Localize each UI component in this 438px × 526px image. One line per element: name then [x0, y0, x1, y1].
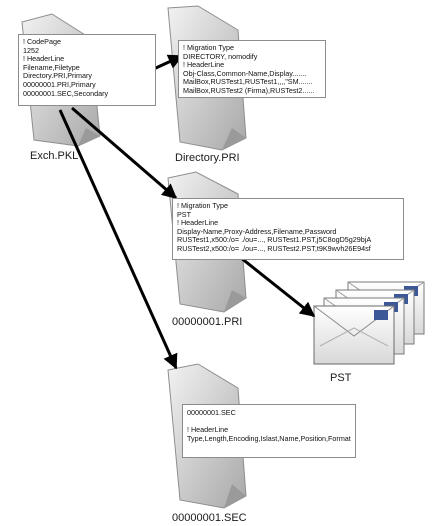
pri-00000001-line: RUSTest1,x500:/o= ./ou=..., RUSTest1.PST… — [177, 235, 372, 245]
exch-pkl-caption: Exch.PKL — [30, 150, 79, 162]
exch-pkl-line: ! HeaderLine — [23, 54, 65, 64]
directory-pri-content-box: ! Migration Type DIRECTORY, nomodify ! H… — [178, 40, 326, 98]
pri-00000001-line: ! HeaderLine — [177, 218, 219, 228]
directory-pri-line: ! HeaderLine — [183, 60, 225, 70]
sec-00000001-caption: 00000001.SEC — [172, 512, 247, 524]
directory-pri-line: DIRECTORY, nomodify — [183, 51, 258, 61]
arrow-pri-to-pst — [235, 252, 316, 318]
exch-pkl-line: 00000001.PRI,Primary — [23, 79, 96, 89]
sec-00000001-line: Type,Length,Encoding,Islast,Name,Positio… — [187, 433, 351, 443]
sec-00000001-content-box: 00000001.SEC ! HeaderLine Type,Length,En… — [182, 404, 356, 458]
pri-00000001-line: PST — [177, 209, 191, 219]
pst-caption: PST — [330, 372, 352, 384]
exch-pkl-line: 1252 — [23, 45, 39, 55]
sec-00000001-line: 00000001.SEC — [187, 408, 236, 417]
exch-pkl-line: ! CodePage — [23, 37, 61, 46]
exch-pkl-line: Filename,Filetype — [23, 62, 80, 72]
pri-00000001-caption: 00000001.PRI — [172, 316, 243, 328]
exch-pkl-line: 00000001.SEC,Secondary — [23, 88, 109, 98]
pri-00000001-content-box: ! Migration Type PST ! HeaderLine Displa… — [172, 198, 404, 260]
pri-00000001-line: Display-Name,Proxy-Address,Filename,Pass… — [177, 226, 337, 236]
directory-pri-caption: Directory.PRI — [175, 152, 240, 164]
exch-pkl-line: Directory.PRI,Primary — [23, 71, 92, 81]
directory-pri-line: Obj-Class,Common-Name,Display....... — [183, 68, 307, 78]
arrow-exch-to-pri — [71, 106, 178, 200]
directory-pri-line: MailBox,RUSTest2 (Firma),RUSTest2...... — [183, 85, 315, 95]
pst-envelopes-icon — [313, 281, 425, 365]
pri-00000001-line: ! Migration Type — [177, 201, 229, 210]
exch-pkl-content-box: ! CodePage 1252 ! HeaderLine Filename,Fi… — [18, 34, 156, 106]
arrow-exch-to-sec — [58, 109, 178, 370]
pri-00000001-line: RUSTest2,x500:/o= ./ou=..., RUSTest2.PST… — [177, 243, 371, 253]
directory-pri-line: MailBox,RUSTest1,RUSTest1,,,,"SM....... — [183, 77, 313, 87]
directory-pri-line: ! Migration Type — [183, 43, 235, 52]
sec-00000001-line: ! HeaderLine — [187, 425, 229, 435]
